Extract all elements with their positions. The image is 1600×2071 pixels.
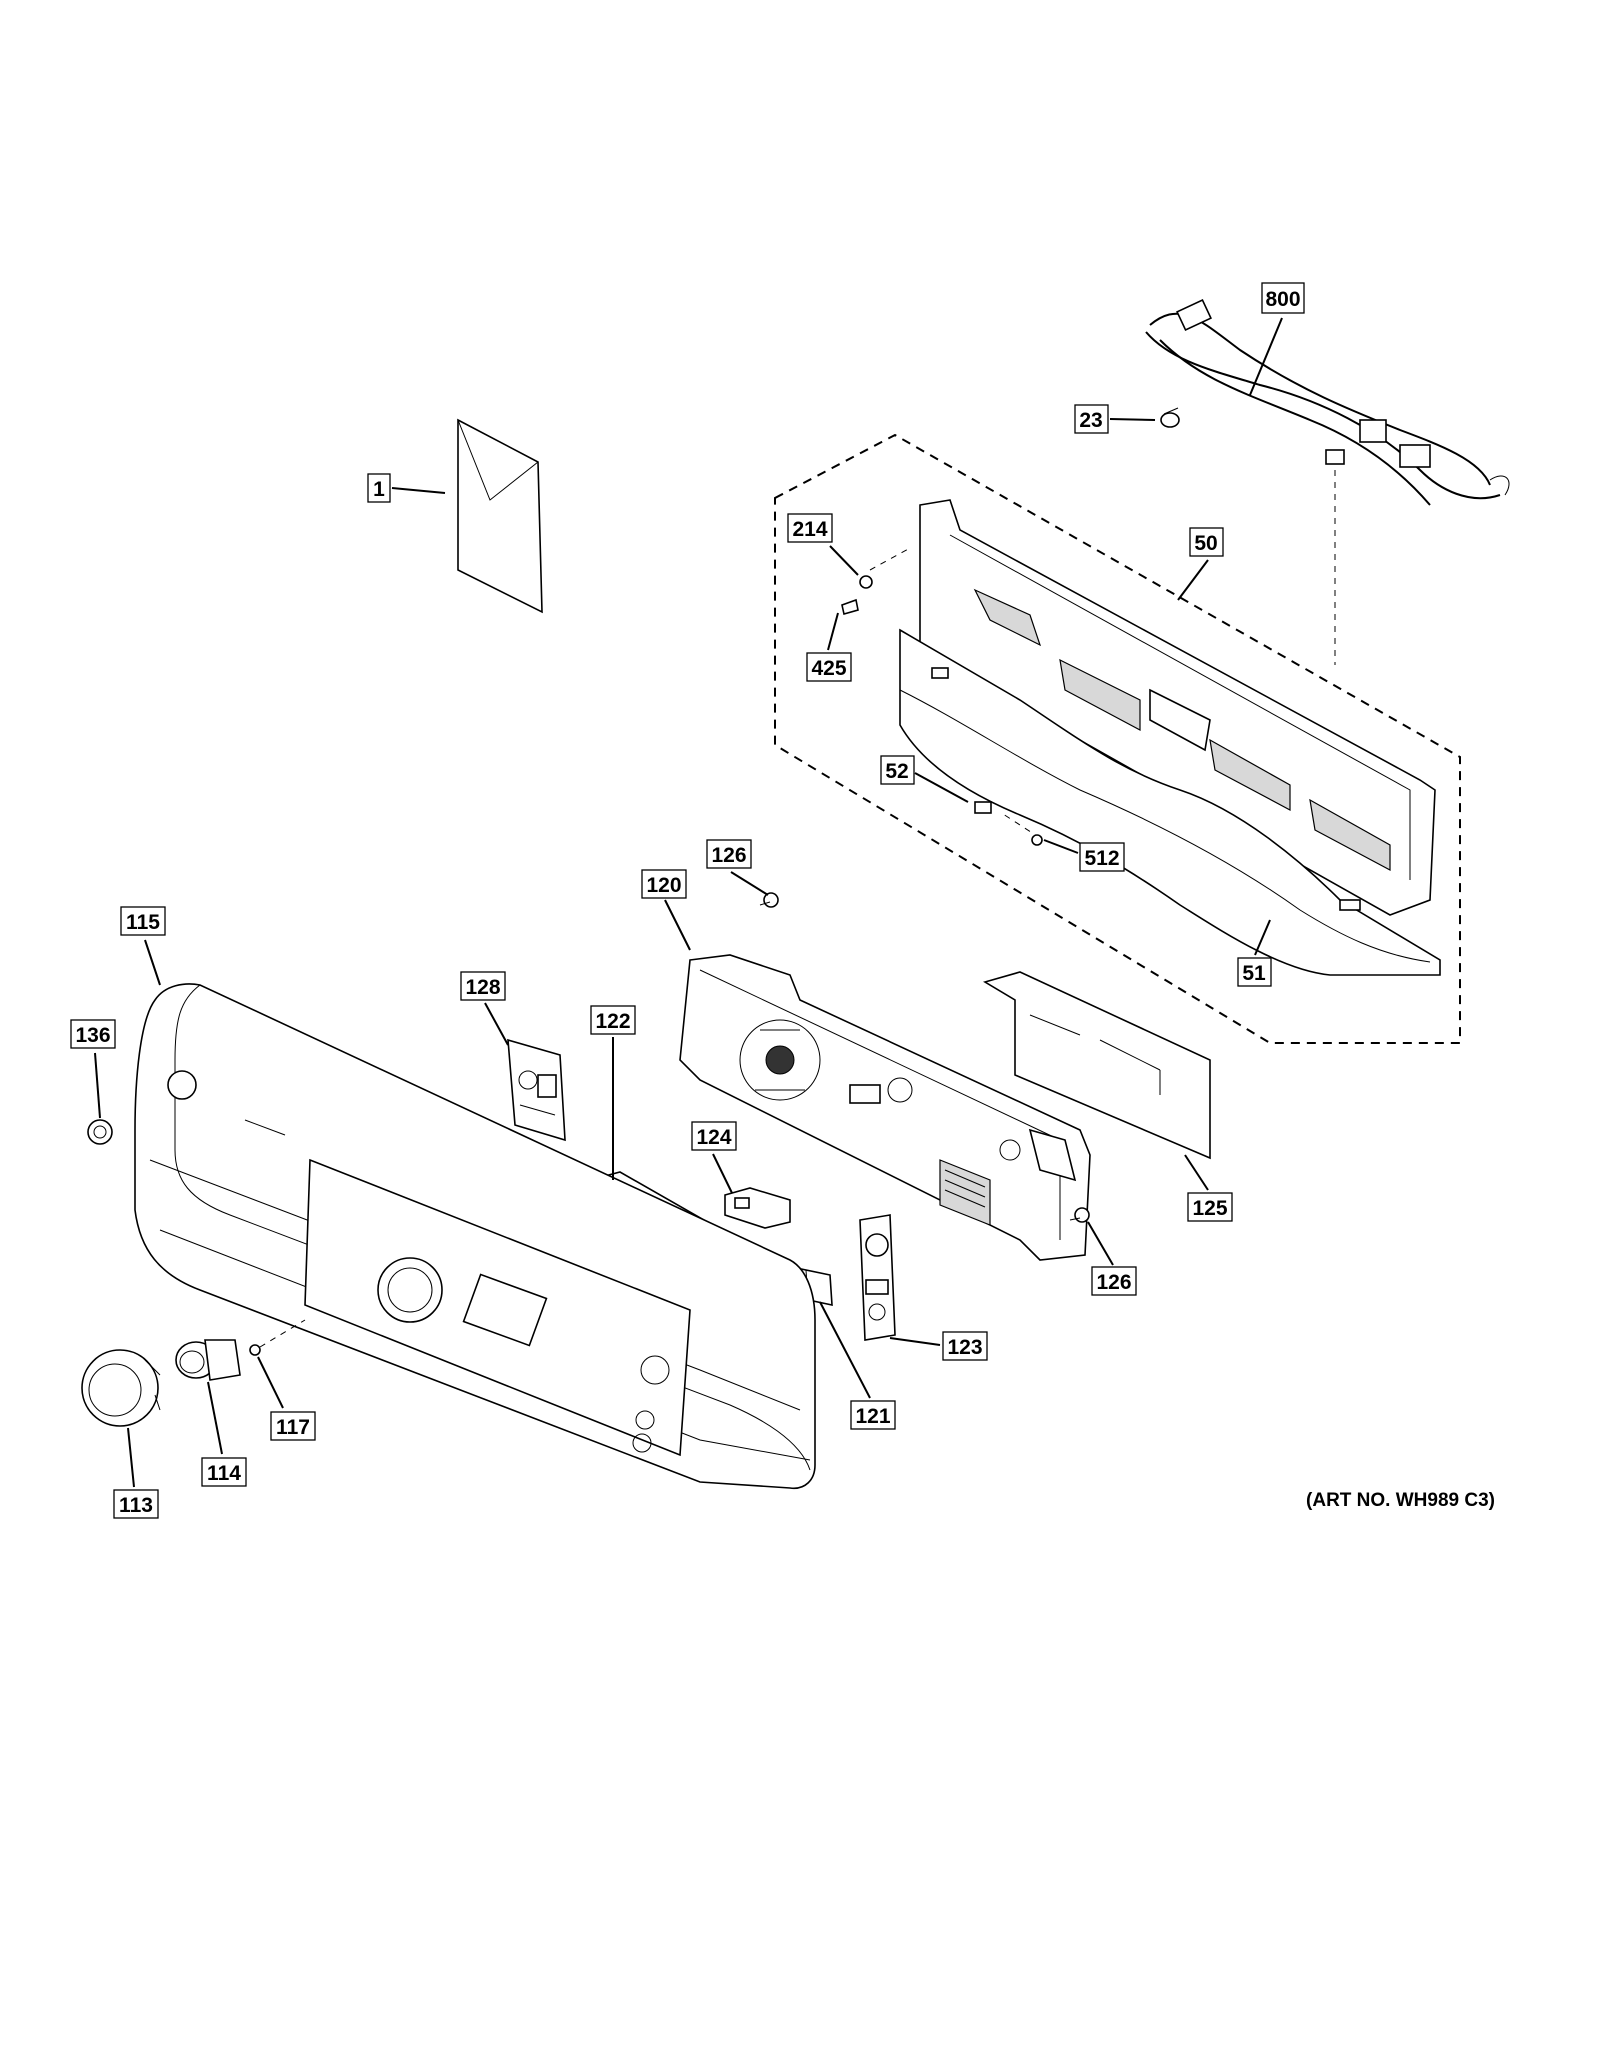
part-1-envelope	[457, 418, 543, 614]
part-23-clip	[1160, 407, 1180, 428]
callout-124: 124	[691, 1121, 737, 1151]
callout-label-136: 136	[75, 1024, 110, 1047]
callout-label-120: 120	[646, 874, 681, 897]
ghost-line-screws	[869, 547, 911, 571]
callout-126-right: 126	[1091, 1266, 1137, 1296]
part-113-knob	[81, 1349, 161, 1427]
callout-label-126-top: 126	[711, 844, 746, 867]
callout-126-top: 126	[706, 839, 752, 869]
callout-label-122: 122	[595, 1010, 630, 1033]
part-214-nut	[859, 575, 873, 589]
callout-label-214: 214	[792, 518, 827, 541]
callout-label-1: 1	[373, 478, 385, 501]
callout-51: 51	[1237, 957, 1272, 987]
callout-label-425: 425	[811, 657, 846, 680]
part-51-base-plate	[899, 628, 1441, 976]
leader-lines	[94, 317, 1283, 1488]
callout-label-512: 512	[1084, 847, 1119, 870]
callout-label-128: 128	[465, 976, 500, 999]
callout-label-125: 125	[1192, 1197, 1227, 1220]
callout-114: 114	[201, 1457, 247, 1487]
callout-label-114: 114	[207, 1462, 241, 1485]
callout-50: 50	[1189, 527, 1224, 557]
callout-label-51: 51	[1242, 962, 1266, 985]
part-52-fastener	[974, 801, 992, 814]
callout-label-115: 115	[126, 911, 160, 934]
callout-label-123: 123	[947, 1336, 982, 1359]
callout-23: 23	[1074, 404, 1109, 434]
callout-800: 800	[1261, 282, 1305, 314]
art-number: (ART NO. WH989 C3)	[1306, 1490, 1495, 1511]
callout-136: 136	[70, 1019, 116, 1049]
part-128-switch	[507, 1038, 566, 1142]
part-117-screw	[249, 1319, 306, 1356]
part-800-wire-harness	[1145, 298, 1510, 506]
callout-425: 425	[806, 652, 852, 682]
assembly-outline-50-51	[774, 433, 1461, 1044]
callout-113: 113	[113, 1489, 159, 1519]
part-512-screw	[1031, 834, 1043, 846]
part-125-shield	[983, 971, 1211, 1160]
part-120-control-board	[679, 954, 1091, 1261]
callout-52: 52	[880, 755, 915, 785]
callout-125: 125	[1187, 1192, 1233, 1222]
part-123-knob-bracket	[859, 1214, 896, 1341]
part-126-screw-top	[759, 892, 779, 908]
part-124-connector	[724, 1187, 791, 1229]
callout-1: 1	[367, 473, 391, 503]
part-136-badge	[87, 1119, 113, 1145]
callout-label-124: 124	[696, 1126, 731, 1149]
callout-512: 512	[1079, 842, 1125, 872]
callout-label-50: 50	[1194, 532, 1217, 555]
callout-128: 128	[460, 971, 506, 1001]
callout-label-126-right: 126	[1096, 1271, 1131, 1294]
callout-122: 122	[590, 1005, 636, 1035]
callout-label-117: 117	[276, 1416, 310, 1439]
callout-117: 117	[270, 1411, 316, 1441]
callout-121: 121	[850, 1400, 896, 1430]
part-115-control-panel	[134, 983, 816, 1490]
callout-label-52: 52	[885, 760, 908, 783]
part-425-screw	[841, 598, 859, 616]
callout-label-800: 800	[1265, 288, 1300, 311]
part-114-knob-adapter	[175, 1339, 241, 1381]
part-126-screw-right	[1069, 1207, 1090, 1223]
callout-123: 123	[942, 1331, 988, 1361]
callout-label-23: 23	[1079, 409, 1102, 432]
callout-115: 115	[120, 906, 166, 936]
ghost-line-512	[999, 811, 1041, 839]
callout-label-113: 113	[119, 1494, 153, 1517]
callout-120: 120	[641, 869, 687, 899]
callout-label-121: 121	[855, 1405, 890, 1428]
callout-214: 214	[787, 513, 833, 543]
